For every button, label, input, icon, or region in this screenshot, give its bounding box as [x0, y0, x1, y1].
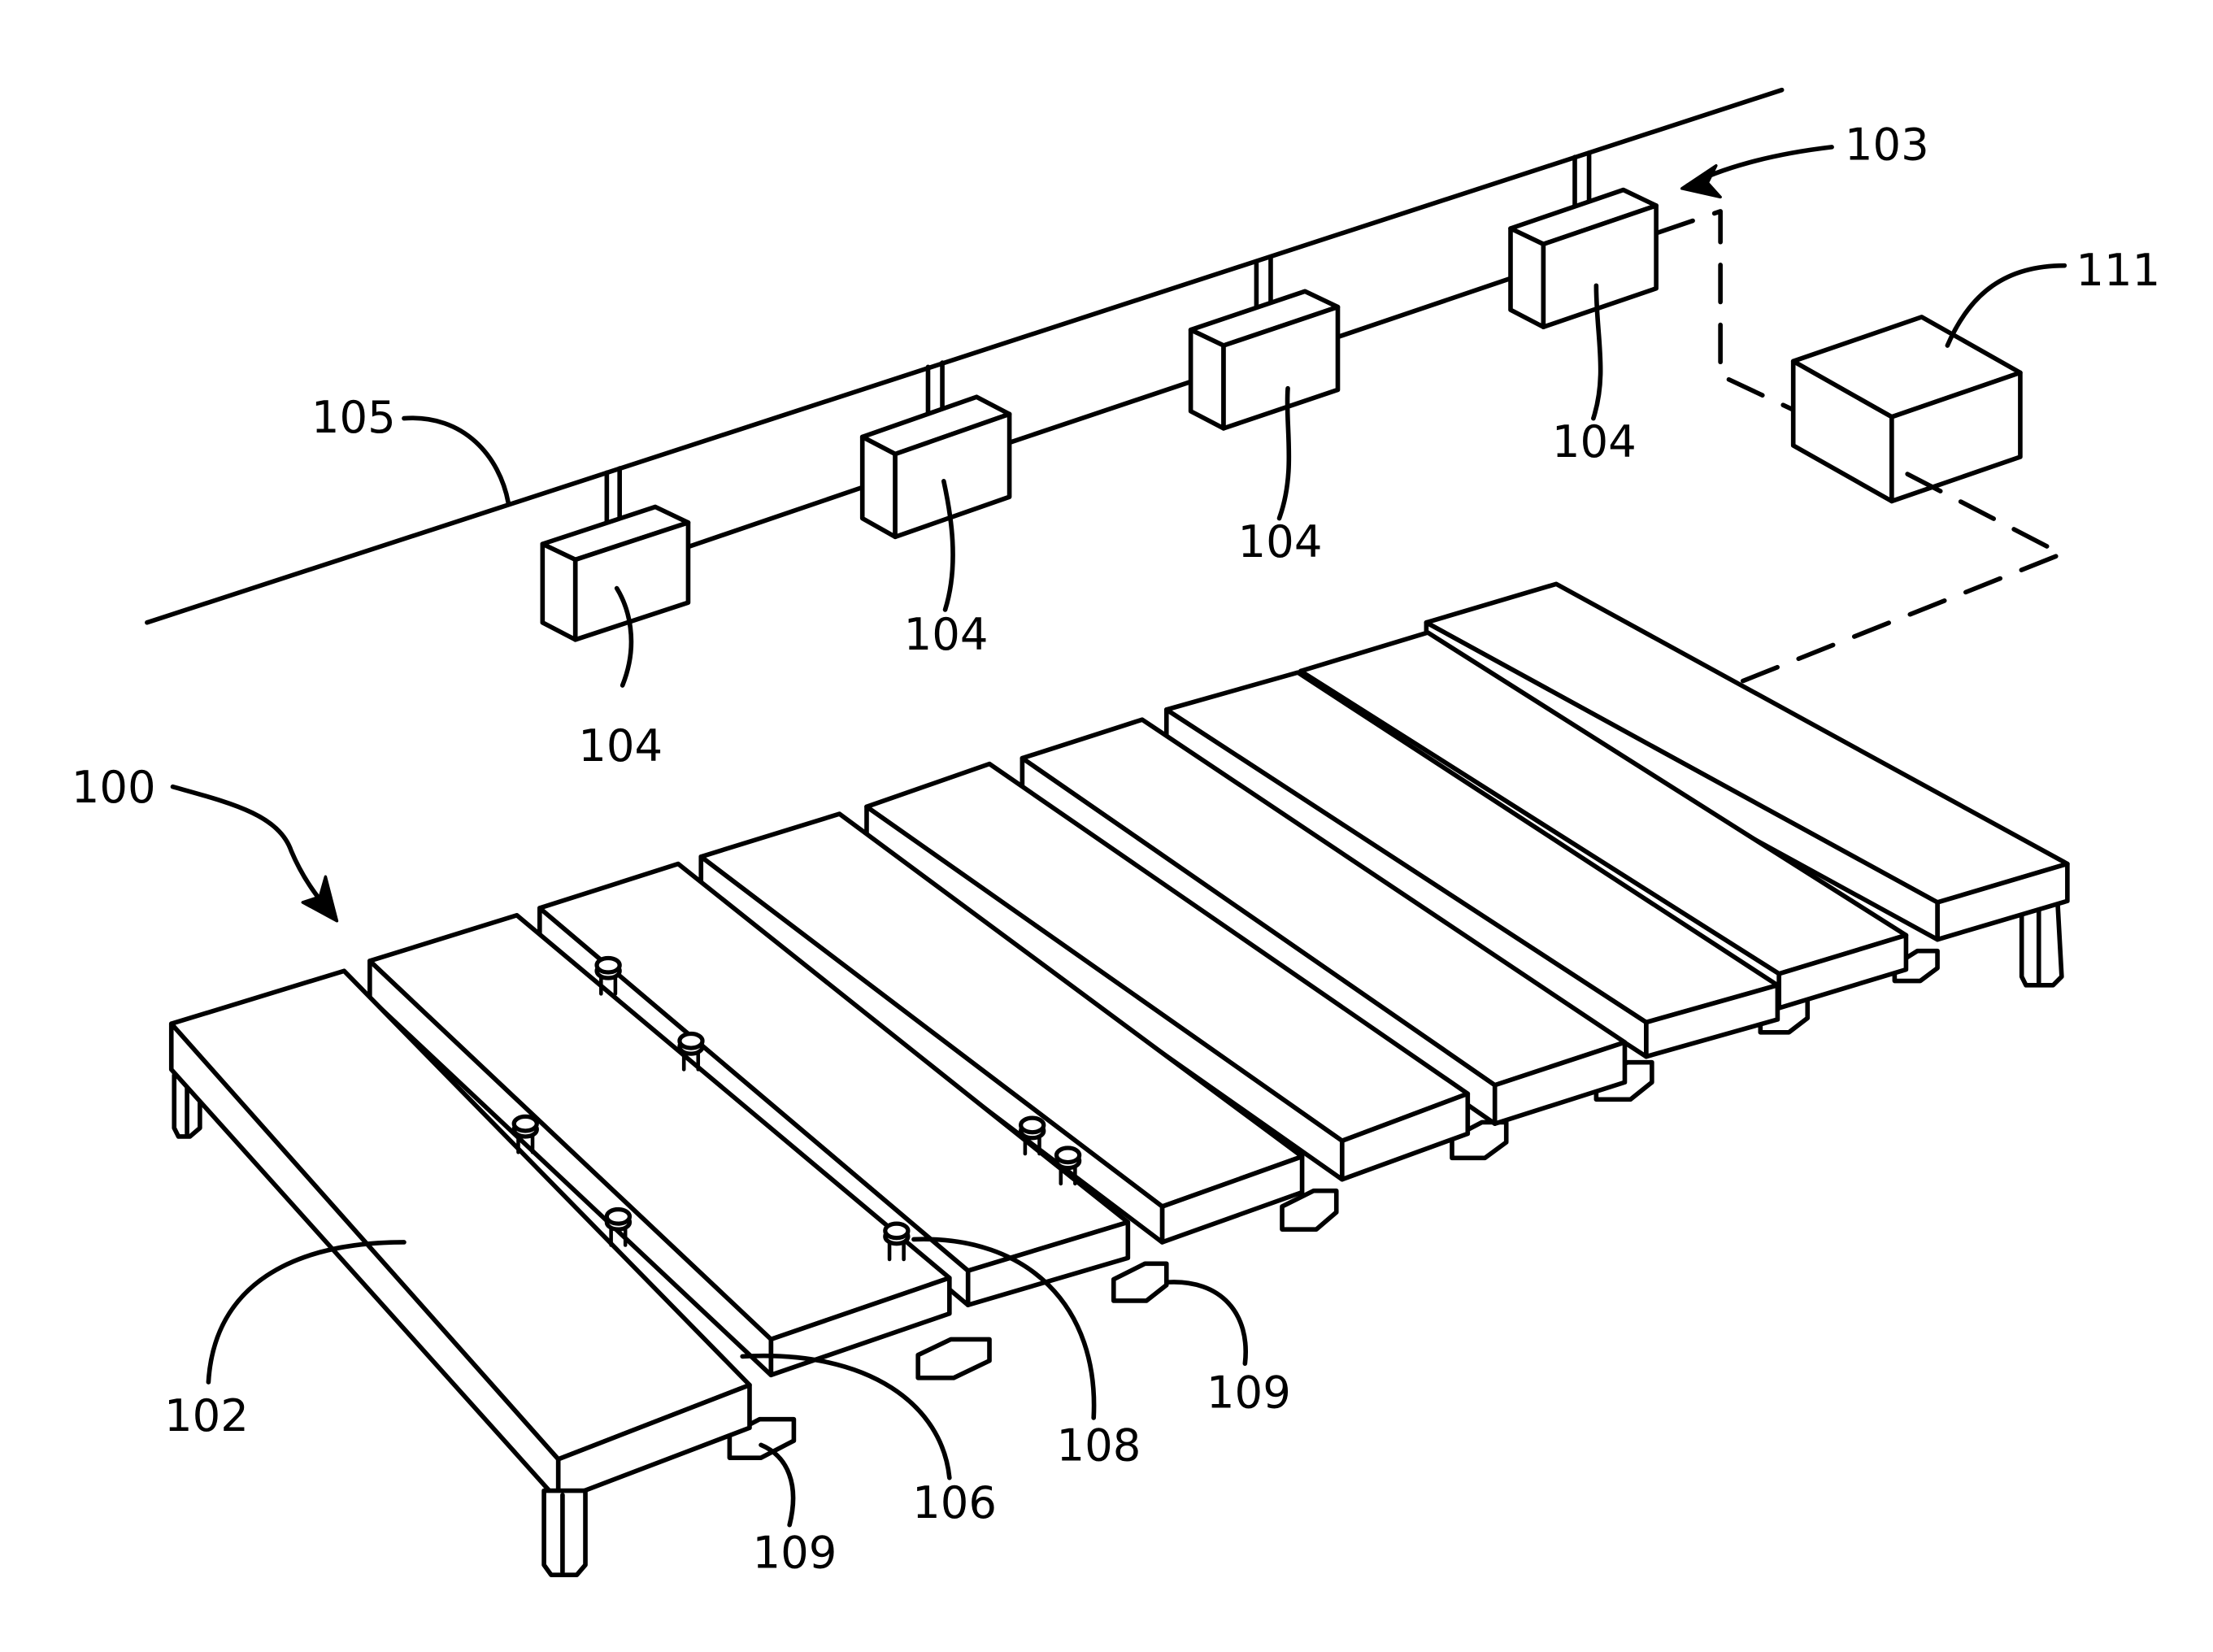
label-106: 106 [912, 1476, 997, 1528]
label-111: 111 [2076, 244, 2160, 296]
label-108: 108 [1057, 1419, 1141, 1472]
platform-leg [544, 1491, 585, 1576]
label-109: 109 [752, 1526, 837, 1578]
support-block [1114, 1263, 1167, 1301]
sensor-cable [688, 487, 863, 547]
peg-108 [607, 1210, 629, 1246]
sensor-cable [1010, 381, 1193, 443]
sensor-104 [863, 363, 1010, 537]
label-102: 102 [164, 1389, 249, 1441]
label-100: 100 [72, 761, 156, 813]
sensor-104 [1511, 153, 1656, 327]
label-109: 109 [1206, 1367, 1291, 1419]
label-104: 104 [904, 608, 989, 660]
sensor-104 [1191, 257, 1338, 428]
sensor-cable [1337, 278, 1510, 337]
label-104: 104 [578, 719, 663, 772]
label-104: 104 [1552, 415, 1637, 467]
label-104: 104 [1238, 515, 1323, 567]
sensor-104 [542, 468, 688, 640]
overhead-rail [147, 90, 1782, 623]
label-103: 103 [1845, 119, 1929, 171]
label-105: 105 [311, 391, 396, 443]
sensor-array [542, 153, 1656, 640]
support-block [918, 1339, 989, 1377]
